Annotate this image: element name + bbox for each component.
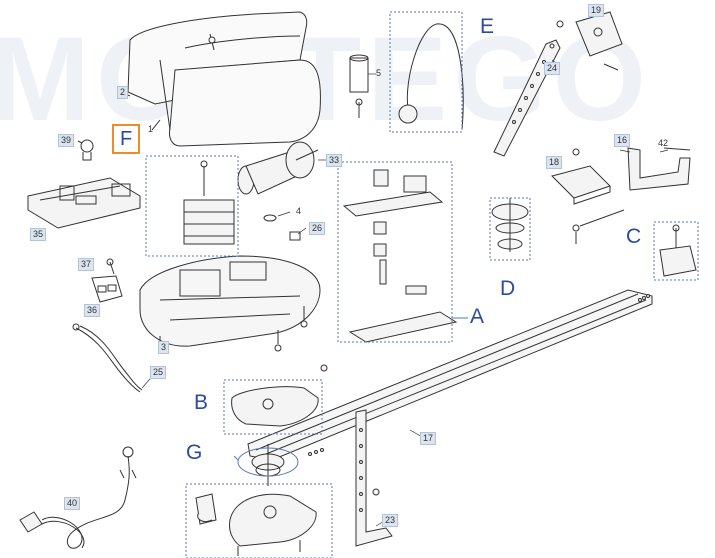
group-box-D xyxy=(489,197,531,261)
carriage-part xyxy=(659,224,697,277)
group-box-C xyxy=(653,221,699,281)
part-number-23: 23 xyxy=(382,514,399,527)
part-number-36: 36 xyxy=(84,304,101,317)
motor-part xyxy=(237,141,319,195)
plate-part xyxy=(551,148,611,205)
group-box-transformer xyxy=(145,155,239,257)
group-box-lower xyxy=(185,483,333,558)
part-number-37: 37 xyxy=(78,258,95,271)
part-number-24: 24 xyxy=(544,62,561,75)
part-number-39: 39 xyxy=(58,134,75,147)
part-number-2: 2 xyxy=(117,86,129,99)
bulb-part xyxy=(77,139,94,161)
group-letter-F: F xyxy=(112,124,141,154)
group-box-B xyxy=(223,379,323,435)
group-letter-E: E xyxy=(480,15,495,38)
motor-cover-part xyxy=(127,11,321,147)
group-letter-G: G xyxy=(186,441,203,464)
front-housing-part xyxy=(231,364,328,427)
group-box-A xyxy=(337,161,453,343)
part-number-17: 17 xyxy=(420,432,437,445)
gear-part xyxy=(491,198,529,252)
power-cord-part xyxy=(19,446,137,549)
part-number-1: 1 xyxy=(148,124,154,134)
base-plate-part xyxy=(139,255,321,347)
rail-hanger-part xyxy=(355,409,393,547)
group-box-E xyxy=(389,11,463,133)
transformer-part xyxy=(183,160,235,245)
part-number-42: 42 xyxy=(658,138,669,148)
part-number-4: 4 xyxy=(296,206,302,216)
part-number-26: 26 xyxy=(309,222,326,235)
door-arm-bar-part xyxy=(493,39,561,157)
mounting-bracket-part xyxy=(556,11,623,71)
part-number-18: 18 xyxy=(546,156,563,169)
lower-housing-part xyxy=(195,493,317,547)
rail-part xyxy=(247,289,653,461)
part-number-3: 3 xyxy=(158,341,170,354)
cable-part xyxy=(72,323,143,393)
u-bracket-part xyxy=(627,147,691,191)
part-number-16: 16 xyxy=(614,134,631,147)
bushing-part xyxy=(349,54,369,118)
part-number-33: 33 xyxy=(326,154,343,167)
part-number-25: 25 xyxy=(150,366,167,379)
terminal-block-part xyxy=(91,258,123,303)
part-number-19: 19 xyxy=(588,4,605,17)
group-letter-B: B xyxy=(194,391,209,414)
part-number-5: 5 xyxy=(376,68,382,78)
part-number-40: 40 xyxy=(64,497,81,510)
group-letter-D: D xyxy=(500,277,516,300)
limit-switch-assembly xyxy=(342,169,458,343)
group-letter-C: C xyxy=(626,225,642,248)
chain-loop-part xyxy=(398,23,464,131)
group-letter-A: A xyxy=(470,305,485,328)
part-number-35: 35 xyxy=(30,228,47,241)
group-circle-G xyxy=(237,447,299,477)
control-board-part xyxy=(27,177,141,229)
